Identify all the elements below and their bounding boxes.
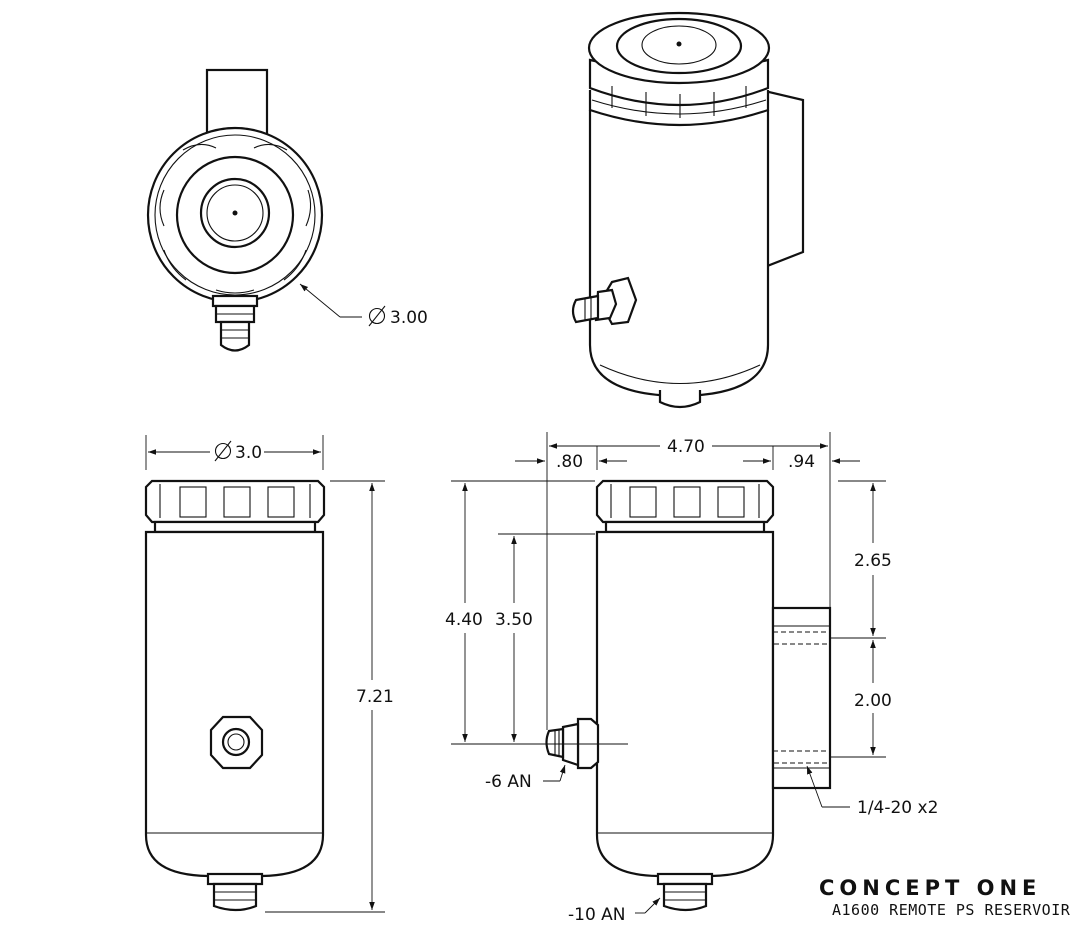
body-iso	[588, 110, 770, 398]
fitting-bottom-front	[206, 872, 264, 912]
fitting-iso	[571, 276, 638, 326]
top-view: 3.00	[146, 68, 428, 352]
mount-hole-lower	[772, 750, 831, 764]
title-block: CONCEPT ONE A1600 REMOTE PS RESERVOIR	[819, 876, 1071, 919]
side-view: 4.70 .80 .94	[445, 432, 938, 925]
left-offset-label: .80	[556, 452, 583, 472]
fitting-side	[545, 717, 600, 770]
cap-side	[595, 479, 775, 524]
overall-width-label: 4.70	[667, 437, 705, 457]
right-offset-label: .94	[788, 452, 815, 472]
isometric-view	[571, 11, 805, 409]
mount-thread-label: 1/4-20 x2	[857, 798, 938, 818]
mount-hole-upper	[772, 631, 831, 645]
diameter-symbol	[368, 307, 386, 325]
cap-front	[144, 479, 326, 524]
top-diameter-label: 3.00	[390, 308, 428, 328]
total-height-label: 4.40	[445, 610, 483, 630]
mount-spacing-label: 2.00	[854, 691, 892, 711]
bracket-side	[771, 606, 832, 790]
front-height-label: 7.21	[356, 687, 394, 707]
mount-top-label: 2.65	[854, 551, 892, 571]
fitting-bottom-side	[656, 872, 714, 912]
body-side	[595, 530, 775, 878]
cap-knurl	[159, 143, 312, 294]
cap-center-disc	[199, 177, 271, 249]
fitting-front	[209, 715, 264, 770]
fitting-height-label: 3.50	[495, 610, 533, 630]
diameter-symbol-front	[214, 442, 232, 460]
fitting-bottom-label: -10 AN	[568, 905, 626, 925]
body-front	[144, 530, 325, 878]
brand-logo-text: CONCEPT ONE	[819, 876, 1041, 900]
front-view: 3.0 7.21	[144, 435, 394, 913]
bracket-top-view	[205, 68, 269, 137]
front-width-label: 3.0	[235, 443, 262, 463]
fitting-side-label: -6 AN	[485, 772, 532, 792]
part-name: A1600 REMOTE PS RESERVOIR	[832, 901, 1071, 919]
fitting-top-view	[211, 294, 259, 352]
